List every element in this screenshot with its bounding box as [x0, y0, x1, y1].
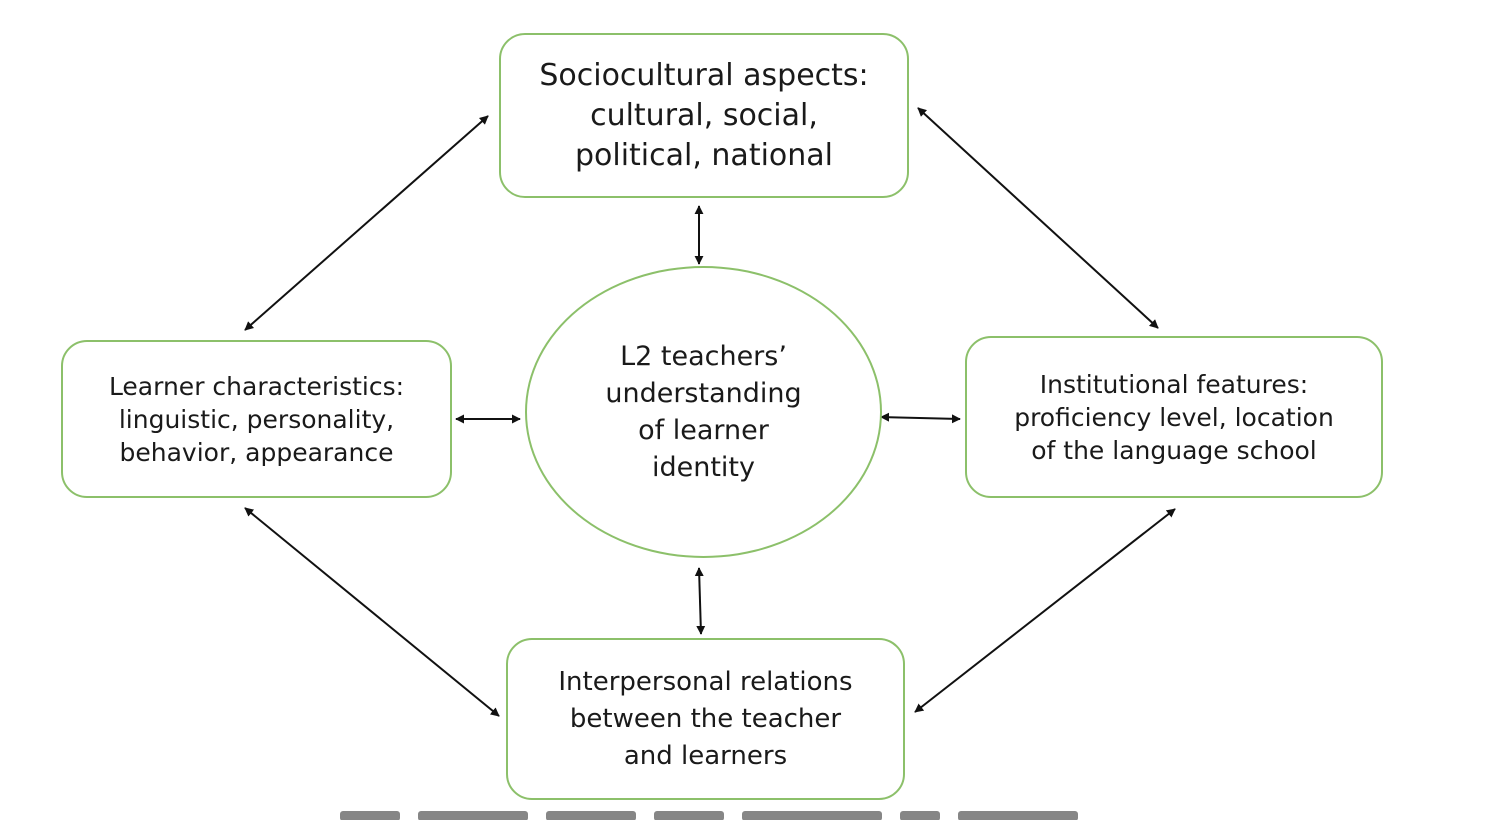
arrow-top-left	[244, 115, 489, 331]
arrow-bottom-left	[244, 507, 500, 717]
interpersonal-relations-box: Interpersonal relations between the teac…	[506, 638, 905, 800]
arrow-top-right	[917, 107, 1159, 329]
learner-identity-ellipse: L2 teachers’ understanding of learner id…	[525, 266, 882, 558]
learner-characteristics-box: Learner characteristics: linguistic, per…	[61, 340, 452, 498]
sociocultural-aspects-label: Sociocultural aspects: cultural, social,…	[539, 57, 869, 173]
arrow-bottom-center	[694, 567, 706, 635]
learner-identity-label: L2 teachers’ understanding of learner id…	[605, 341, 802, 483]
sociocultural-aspects-box: Sociocultural aspects: cultural, social,…	[499, 33, 909, 198]
interpersonal-relations-label: Interpersonal relations between the teac…	[558, 666, 853, 771]
arrow-right-center	[880, 412, 961, 424]
cropped-caption-fragment	[340, 806, 1160, 820]
learner-characteristics-label: Learner characteristics: linguistic, per…	[108, 371, 405, 467]
arrow-bottom-right	[914, 508, 1176, 713]
institutional-features-box: Institutional features: proficiency leve…	[965, 336, 1383, 498]
institutional-features-label: Institutional features: proficiency leve…	[1014, 369, 1334, 465]
